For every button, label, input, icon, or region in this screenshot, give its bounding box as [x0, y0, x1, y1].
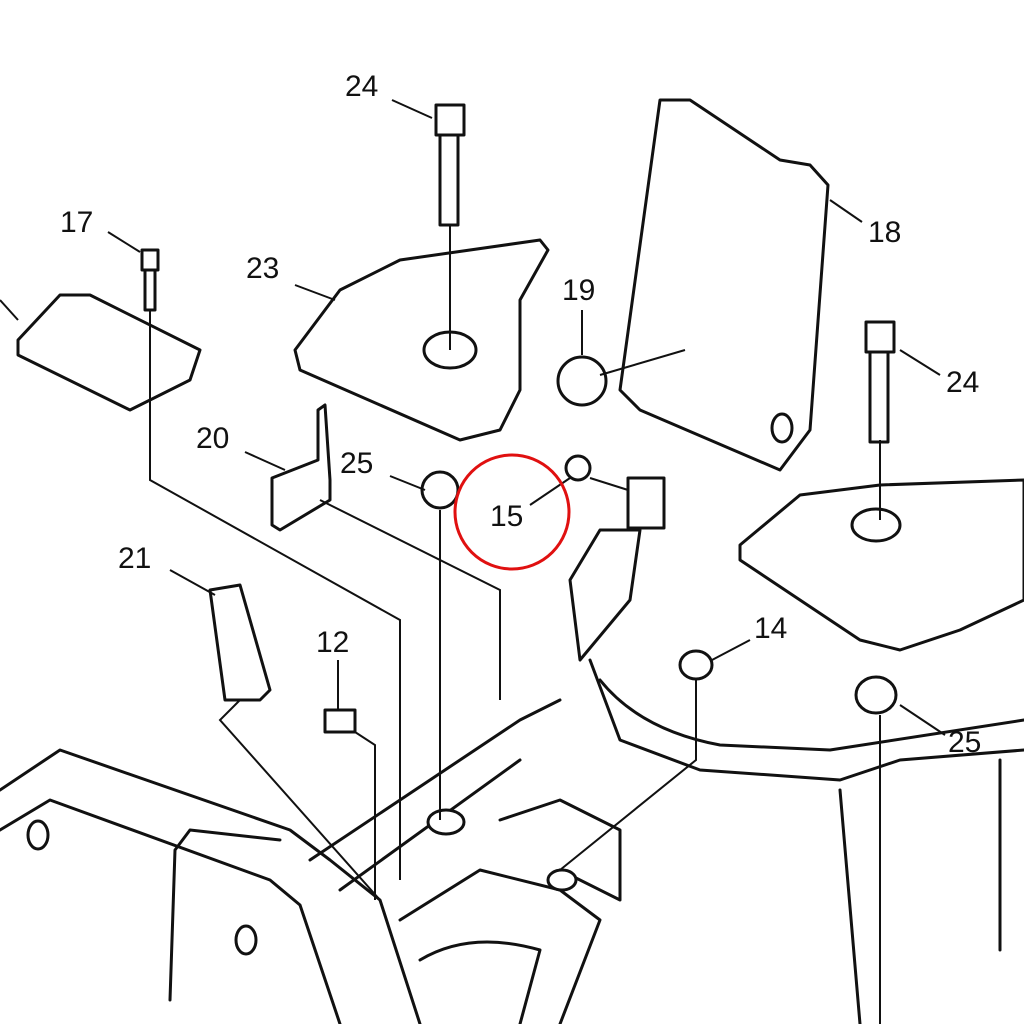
part-23-plate	[293, 238, 550, 442]
part-19-badge	[556, 355, 608, 407]
label-25-right: 25	[948, 726, 981, 759]
part-plate-right	[738, 478, 1024, 652]
label-14: 14	[754, 612, 787, 645]
label-25-left: 25	[340, 447, 373, 480]
label-12: 12	[316, 626, 349, 659]
leader-lines	[107, 99, 946, 736]
part-21-pad	[208, 583, 272, 702]
label-21: 21	[118, 542, 151, 575]
label-19: 19	[562, 274, 595, 307]
label-23: 23	[246, 252, 279, 285]
label-20: 20	[196, 422, 229, 455]
part-17-plate	[16, 293, 202, 412]
label-18: 18	[868, 216, 901, 249]
label-15: 15	[490, 500, 523, 533]
part-18-cover	[618, 98, 830, 472]
label-24-right: 24	[946, 366, 979, 399]
assembly-lines	[0, 225, 881, 1024]
label-17: 17	[60, 206, 93, 239]
housing-frame	[0, 528, 1024, 1024]
label-24-top: 24	[345, 70, 378, 103]
part-20-bracket	[270, 403, 332, 532]
highlight-circle-15	[453, 453, 571, 571]
